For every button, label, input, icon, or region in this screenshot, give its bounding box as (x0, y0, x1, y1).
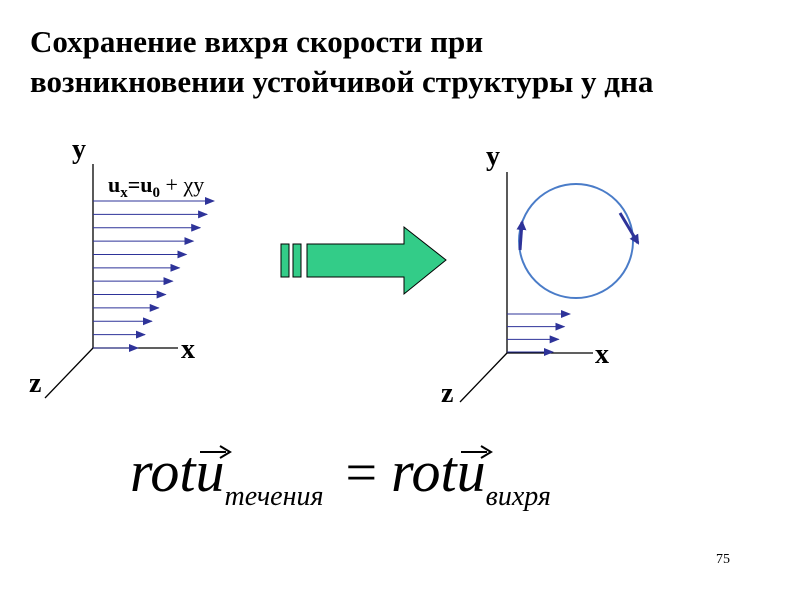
vector-arrow-icon (460, 445, 493, 459)
transition-arrow (280, 225, 447, 296)
equals-sign: = (345, 442, 378, 504)
vortex-arrow-left (516, 220, 527, 251)
left-z-label: z (29, 368, 41, 399)
rhs-subscript: вихря (485, 481, 551, 512)
left-y-label: y (72, 134, 86, 165)
rhs-u: u (456, 439, 486, 504)
transition-bar-2 (292, 243, 302, 278)
transition-arrow-shape (306, 225, 447, 296)
right-y-label: y (486, 141, 500, 172)
formula-u: u (108, 172, 120, 197)
vortex-arrow-right (618, 212, 640, 245)
vector-arrow-icon (199, 445, 232, 459)
right-axes: y x z (441, 141, 609, 409)
left-x-label: x (181, 334, 195, 365)
left-z-axis (44, 347, 94, 399)
lhs-u-vector: u (195, 438, 232, 505)
formula-eq: =u (128, 172, 153, 197)
slide-title: Сохранение вихря скорости при возникнове… (30, 22, 770, 102)
title-line-2: возникновении устойчивой структуры у дна (30, 64, 654, 99)
rhs-u-vector: u (456, 438, 493, 505)
vortex-circle (518, 183, 634, 299)
lhs-subscript: течения (224, 481, 324, 512)
right-z-label: z (441, 378, 453, 409)
right-velocity-arrows (507, 310, 571, 356)
rhs-rot: rot (391, 439, 457, 504)
page-number: 75 (716, 552, 730, 567)
title-line-1: Сохранение вихря скорости при (30, 24, 484, 59)
formula-u-sub: x (120, 185, 128, 201)
left-axes: y x z (29, 134, 195, 399)
lhs-rot: rot (130, 439, 196, 504)
right-x-label: x (595, 339, 609, 370)
left-velocity-arrows (93, 197, 215, 352)
formula-rest: + χy (160, 172, 204, 197)
vortex (516, 183, 640, 299)
right-z-axis (459, 352, 508, 403)
transition-bar-1 (280, 243, 290, 278)
formula-u0-sub: 0 (153, 185, 161, 201)
velocity-formula: ux=u0 + χy (108, 172, 204, 201)
lhs-u: u (195, 439, 225, 504)
